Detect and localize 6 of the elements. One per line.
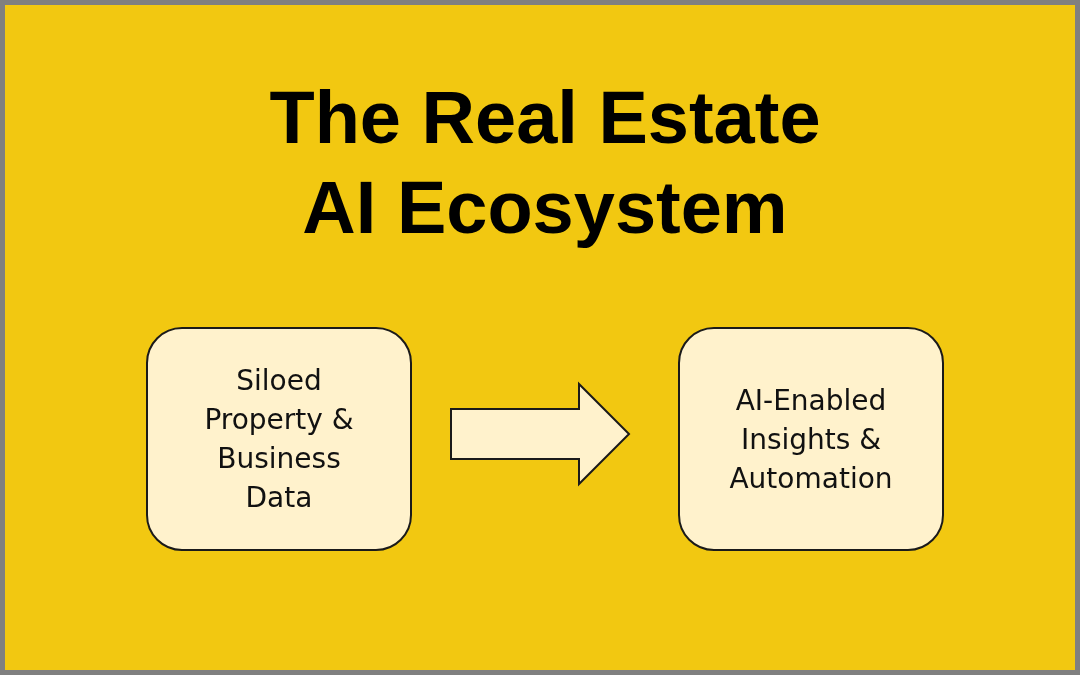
node-text: AI-Enabled Insights & Automation [728,382,894,497]
process-box [678,327,944,551]
title: The Real Estate AI Ecosystem [268,75,822,251]
node-text: Siloed Property & Business Data [203,363,355,516]
block-arrow [450,381,631,487]
process-box [146,327,412,551]
